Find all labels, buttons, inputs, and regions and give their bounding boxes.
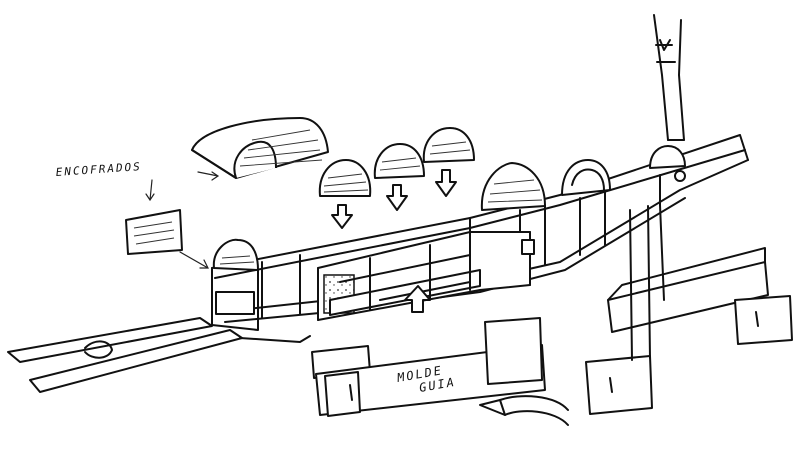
arch-left	[212, 238, 259, 271]
label-arrow-to-panel	[145, 179, 155, 202]
guide-label: GUIA	[418, 375, 457, 395]
arch-far-right	[649, 145, 686, 182]
formwork-panel	[125, 209, 183, 255]
rotation-arrow	[479, 395, 569, 426]
label-arrow-to-shell	[197, 171, 220, 181]
formwork-shell	[191, 117, 329, 179]
arrow-panel-to-arch	[179, 251, 209, 269]
down-arrow-3	[435, 169, 457, 197]
arch-middle	[480, 162, 546, 211]
arch-right	[561, 159, 611, 196]
down-arrow-2	[386, 184, 408, 211]
inner-cage	[317, 231, 535, 321]
guide-block-left	[311, 317, 546, 417]
formwork-half-arch-1	[318, 159, 372, 197]
down-arrow-1	[331, 204, 353, 229]
concrete-beam-right	[585, 204, 793, 415]
crane-cables	[653, 14, 685, 141]
formwork-label: ENCOFRADOS	[55, 160, 142, 179]
tow-rails	[7, 317, 311, 393]
formwork-half-arch-2	[373, 143, 425, 179]
formwork-half-arch-3	[422, 127, 475, 163]
